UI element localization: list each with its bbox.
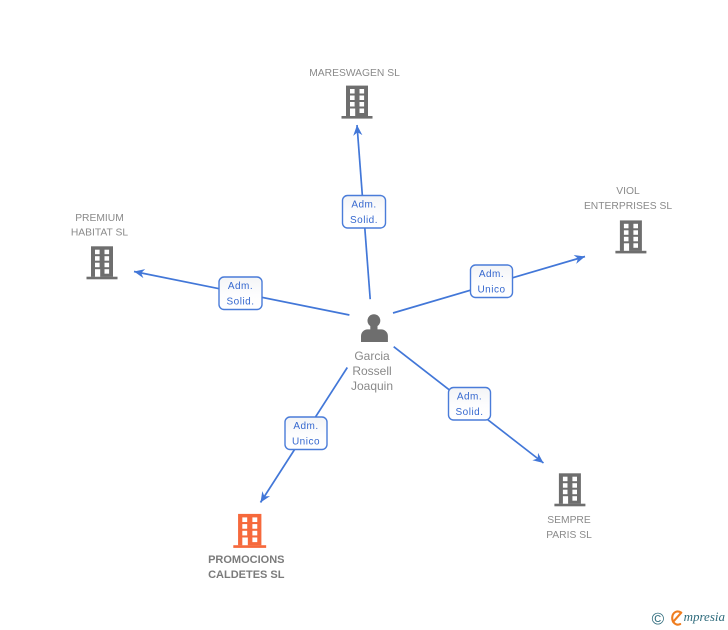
svg-text:mpresia: mpresia (684, 609, 726, 624)
svg-text:PROMOCIONS: PROMOCIONS (208, 554, 284, 566)
svg-text:©: © (652, 609, 665, 628)
svg-text:MARESWAGEN SL: MARESWAGEN SL (309, 68, 400, 79)
svg-text:Adm.: Adm. (457, 392, 482, 403)
svg-text:PARIS SL: PARIS SL (546, 530, 592, 541)
svg-text:Garcia: Garcia (354, 349, 390, 363)
svg-text:Unico: Unico (477, 284, 505, 295)
svg-text:HABITAT SL: HABITAT SL (71, 228, 128, 239)
svg-text:PREMIUM: PREMIUM (75, 213, 124, 224)
svg-text:Adm.: Adm. (479, 269, 504, 280)
svg-text:SEMPRE: SEMPRE (547, 515, 591, 526)
svg-text:CALDETES SL: CALDETES SL (208, 569, 285, 581)
svg-text:Adm.: Adm. (228, 281, 253, 292)
svg-text:Solid.: Solid. (455, 407, 483, 418)
svg-text:Solid.: Solid. (350, 215, 378, 226)
svg-text:Joaquin: Joaquin (351, 379, 393, 393)
svg-text:VIOL: VIOL (616, 186, 640, 197)
svg-text:Adm.: Adm. (351, 200, 376, 211)
svg-text:Adm.: Adm. (293, 421, 318, 432)
svg-text:Unico: Unico (292, 436, 320, 447)
svg-text:ENTERPRISES SL: ENTERPRISES SL (584, 201, 672, 212)
svg-text:Solid.: Solid. (226, 296, 254, 307)
svg-text:Rossell: Rossell (352, 364, 391, 378)
